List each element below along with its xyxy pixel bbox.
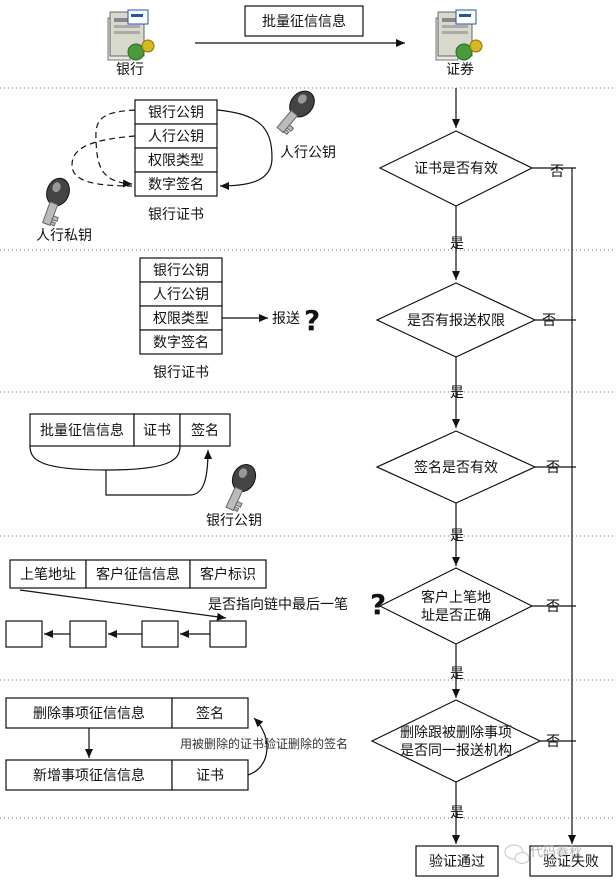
no-label-5: 否 <box>546 734 560 750</box>
sign-signature-cell: 签名 <box>191 422 219 439</box>
cert2-row-pboc-pubkey: 人行公钥 <box>153 287 209 303</box>
pboc-private-key-icon <box>35 174 74 229</box>
delete-sign-cell: 签名 <box>196 705 224 722</box>
bank-public-key-icon <box>219 460 261 514</box>
report-label: 报送 <box>272 311 300 327</box>
sign-brace-left <box>29 445 107 471</box>
decision-report-permission-label: 是否有报送权限 <box>407 313 505 329</box>
sign-cert-cell: 证书 <box>143 423 171 439</box>
bank-certificate-1: 银行公钥 人行公钥 权限类型 数字签名 <box>134 99 218 197</box>
verify-pass-box <box>415 845 499 877</box>
bank-pubkey-label: 银行公钥 <box>206 513 262 529</box>
cert2-row-bank-pubkey: 银行公钥 <box>153 263 209 279</box>
watermark-text: 代码春秋 <box>530 845 582 860</box>
chain-question-mark: ? <box>370 588 386 621</box>
chain-pointer-arrow <box>19 589 227 621</box>
no-label-1: 否 <box>550 164 564 180</box>
chain-blocks <box>5 620 247 648</box>
chain-customer-id-cell: 客户标识 <box>200 566 256 583</box>
securities-label: 证券 <box>446 62 474 78</box>
cert-verify-signature-arrow <box>247 717 268 776</box>
yes-label-2: 是 <box>450 385 464 401</box>
add-record: 新增事项征信信息 证书 <box>5 759 249 791</box>
cert2-row-permission-type: 权限类型 <box>153 311 209 327</box>
cert2-caption: 银行证书 <box>153 365 209 381</box>
delete-note: 用被删除的证书验证删除的签名 <box>180 736 348 751</box>
chain-prev-address-cell: 上笔地址 <box>20 567 76 583</box>
pboc-public-key-icon <box>271 85 320 138</box>
chain-customer-info-cell: 客户征信信息 <box>96 566 180 583</box>
cert1-dashed-signature-arrow <box>95 109 136 188</box>
batch-info-label: 批量征信信息 <box>262 13 346 30</box>
securities-server-icon <box>435 9 483 61</box>
decision-same-institution-label-1: 删除跟被删除事项 <box>400 725 512 741</box>
signed-batch-record: 批量征信信息 证书 签名 <box>29 413 231 447</box>
cert2-row-digital-signature: 数字签名 <box>153 334 209 351</box>
cert1-row-digital-signature: 数字签名 <box>148 176 204 193</box>
cert1-dashed-loop <box>71 135 136 187</box>
verify-pass-label: 验证通过 <box>429 854 485 870</box>
no-label-2: 否 <box>542 313 556 329</box>
pboc-privkey-label: 人行私钥 <box>36 228 92 244</box>
add-info-cell: 新增事项征信信息 <box>33 767 145 784</box>
wechat-icon <box>504 844 530 864</box>
delete-info-cell: 删除事项征信信息 <box>33 705 145 722</box>
decision-prev-address <box>378 567 534 645</box>
yes-label-1: 是 <box>450 236 464 252</box>
bank-certificate-2: 银行公钥 人行公钥 权限类型 数字签名 <box>139 257 223 355</box>
cert1-caption: 银行证书 <box>148 207 204 223</box>
sign-batch-cell: 批量征信信息 <box>40 422 124 439</box>
bank-label: 银行 <box>116 62 144 78</box>
add-cert-cell: 证书 <box>196 768 224 784</box>
chain-record: 上笔地址 客户征信信息 客户标识 <box>9 559 267 589</box>
decision-signature-valid-label: 签名是否有效 <box>414 459 498 476</box>
sign-verify-arrow <box>105 449 212 496</box>
cert1-verify-arrow <box>216 109 273 190</box>
yes-label-4: 是 <box>450 666 464 682</box>
report-question-mark: ? <box>304 304 320 337</box>
decision-same-institution <box>370 699 542 783</box>
batch-info-box <box>244 5 364 37</box>
bank-server-icon <box>107 9 155 61</box>
verify-fail-label: 验证失败 <box>543 854 599 870</box>
cert1-row-bank-pubkey: 银行公钥 <box>148 105 204 121</box>
decision-same-institution-label-2: 是否同一报送机构 <box>400 743 512 759</box>
decision-prev-address-label-1: 客户上笔地 <box>421 589 491 606</box>
sign-brace-right <box>105 445 181 471</box>
cert1-row-pboc-pubkey: 人行公钥 <box>148 129 204 145</box>
no-label-3: 否 <box>546 460 560 476</box>
no-label-4: 否 <box>546 599 560 615</box>
decision-cert-valid-label: 证书是否有效 <box>414 161 498 177</box>
pboc-pubkey-label: 人行公钥 <box>280 145 336 161</box>
chain-question-label: 是否指向链中最后一笔 <box>208 597 348 613</box>
yes-label-5: 是 <box>450 805 464 821</box>
yes-label-3: 是 <box>450 528 464 544</box>
decision-prev-address-label-2: 址是否正确 <box>421 608 491 624</box>
verify-fail-box <box>529 845 613 877</box>
cert1-row-permission-type: 权限类型 <box>148 153 204 169</box>
delete-record: 删除事项征信信息 签名 <box>5 697 249 729</box>
